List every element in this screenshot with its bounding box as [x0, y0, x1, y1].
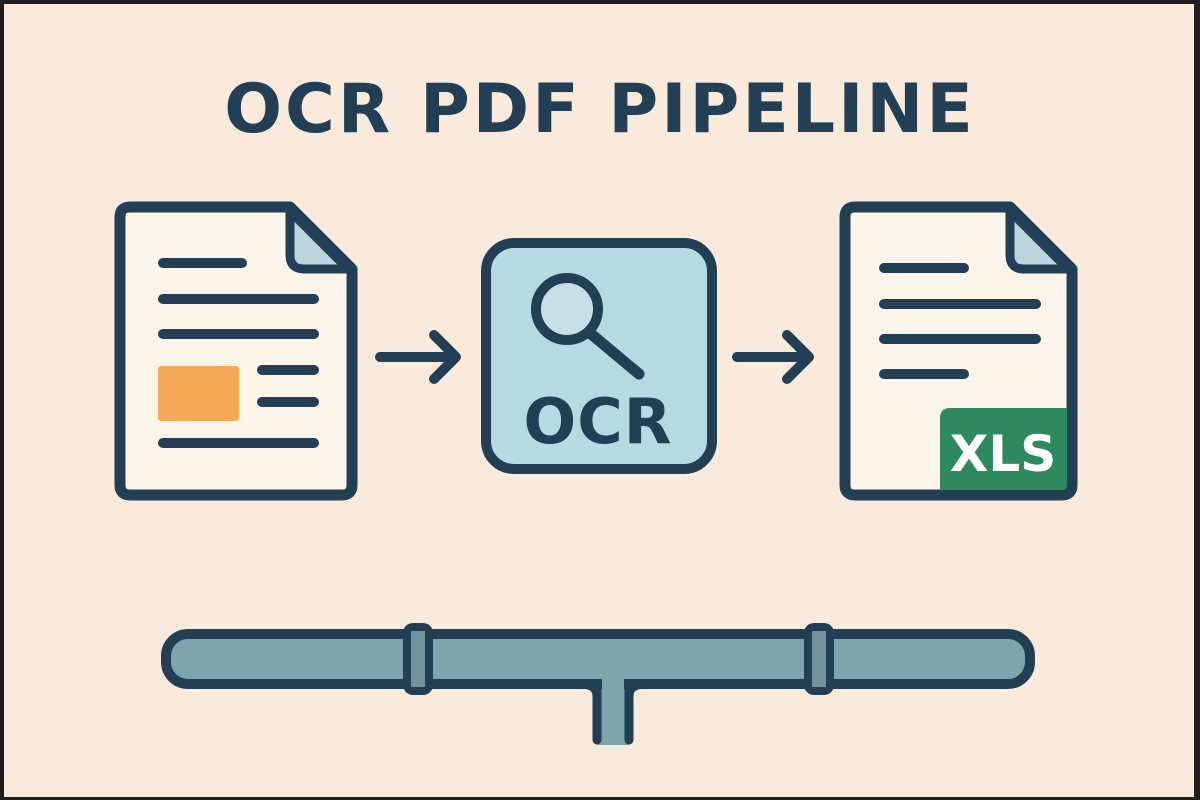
magnifier-icon — [531, 273, 645, 380]
spreadsheet-document-icon: XLS — [839, 201, 1078, 501]
diagram-title: OCR PDF PIPELINE — [224, 70, 976, 149]
ocr-label: OCR — [524, 385, 673, 458]
xls-badge — [940, 408, 1067, 490]
pipe-icon — [161, 623, 1035, 745]
xls-label: XLS — [950, 425, 1056, 483]
image-placeholder-icon — [158, 366, 239, 421]
ocr-step-box: OCR — [481, 238, 717, 474]
pipe-clamp — [403, 623, 433, 695]
arrow-right-icon — [732, 330, 814, 384]
pipe-clamp — [804, 623, 834, 695]
arrow-right-icon — [375, 330, 461, 384]
document-icon — [114, 201, 358, 501]
